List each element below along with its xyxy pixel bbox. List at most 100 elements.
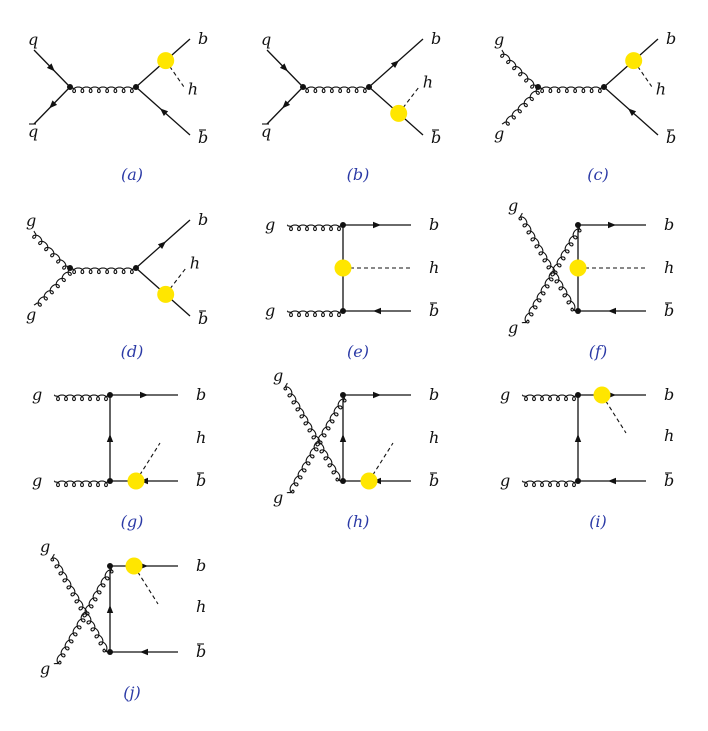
incoming-gluon [53,480,111,488]
higgs-line [633,60,653,87]
label-h: h [664,426,674,445]
label-h: h [429,258,439,277]
label-qbar: q [261,122,271,141]
label-qbar: q [28,122,38,141]
higgs-line [165,268,187,295]
diagram-4: g g b b h [265,215,439,320]
label-bbar: b [196,642,206,661]
effective-vertex-blob [569,259,587,277]
diagram-caption: (j) [123,683,140,702]
outgoing-bbar-arrow [160,108,169,117]
label-bbar: b [664,471,674,490]
incoming-antiquark-arrow [49,100,58,109]
label-g: g [500,471,510,490]
label-h: h [656,80,666,99]
incoming-gluon [33,267,72,307]
label-g: g [40,659,50,678]
incoming-gluon [286,394,347,494]
label-h: h [664,258,674,277]
label-b: b [196,385,206,404]
label-g: g [26,305,36,324]
diagram-caption: (h) [347,512,370,531]
label-g: g [273,488,283,507]
outgoing-b-arrow [373,391,381,399]
label-h: h [429,428,439,447]
incoming-gluon [32,230,71,270]
label-h: h [196,597,206,616]
effective-vertex-blob [127,472,145,490]
label-b: b [666,29,676,48]
outgoing-b-arrow [608,221,616,229]
label-b: b [196,556,206,575]
label-h: h [190,253,200,272]
label-g: g [494,30,504,49]
diagram-caption: (c) [587,165,608,184]
label-h: h [423,72,433,91]
incoming-gluon [521,480,579,488]
internal-b-arrow [106,434,114,442]
incoming-gluon [286,224,344,232]
label-g: g [273,366,283,385]
outgoing-bbar-arrow [608,477,616,485]
higgs-line [398,87,420,114]
outgoing-b-arrow [140,391,148,399]
label-b: b [664,215,674,234]
effective-vertex-blob [125,557,143,575]
s-channel-gluon [69,267,137,275]
effective-vertex-blob [390,104,408,122]
diagram-caption: (f) [589,342,607,361]
s-channel-gluon [69,86,137,94]
label-g: g [494,124,504,143]
diagram-caption: (i) [589,512,607,531]
label-b: b [429,385,439,404]
label-bbar: b [429,471,439,490]
outgoing-b-arrow [157,241,166,250]
effective-vertex-blob [334,259,352,277]
incoming-quark-arrow [279,63,288,72]
label-b: b [429,215,439,234]
diagram-caption: (e) [347,342,369,361]
effective-vertex-blob [157,52,175,70]
label-g: g [508,196,518,215]
label-bbar: b [198,128,208,147]
label-b: b [198,210,208,229]
incoming-quark-arrow [46,63,55,72]
label-bbar: b [666,128,676,147]
s-channel-gluon [537,86,605,94]
label-h: h [196,428,206,447]
diagram-caption: (g) [121,512,144,531]
label-g: g [26,211,36,230]
incoming-gluon [283,382,344,482]
diagram-caption: (b) [347,165,370,184]
label-bbar: b [431,128,441,147]
vertex-dot [67,84,73,90]
incoming-gluon [286,310,344,318]
diagram-caption: (a) [121,165,143,184]
outgoing-b-arrow [390,60,399,69]
label-bbar: b [429,301,439,320]
incoming-gluon [50,553,111,653]
diagram-7: g g b b h [273,366,439,507]
vertex-dot [67,265,73,271]
incoming-gluon [500,49,539,89]
s-channel-gluon [302,86,370,94]
diagrams-layer: qqbbhqqbbhggbbhggbbhggbbhggbbhggbbhggbbh… [26,29,676,702]
incoming-gluon [521,394,579,402]
internal-b-arrow [574,434,582,442]
label-g: g [265,215,275,234]
diagram-2: g g b b h [494,29,676,147]
label-b: b [431,29,441,48]
outgoing-b-arrow [373,221,381,229]
label-g: g [265,301,275,320]
internal-b-arrow [339,434,347,442]
label-b: b [664,385,674,404]
diagram-caption: (d) [121,342,144,361]
incoming-gluon [521,224,582,324]
label-h: h [188,80,198,99]
